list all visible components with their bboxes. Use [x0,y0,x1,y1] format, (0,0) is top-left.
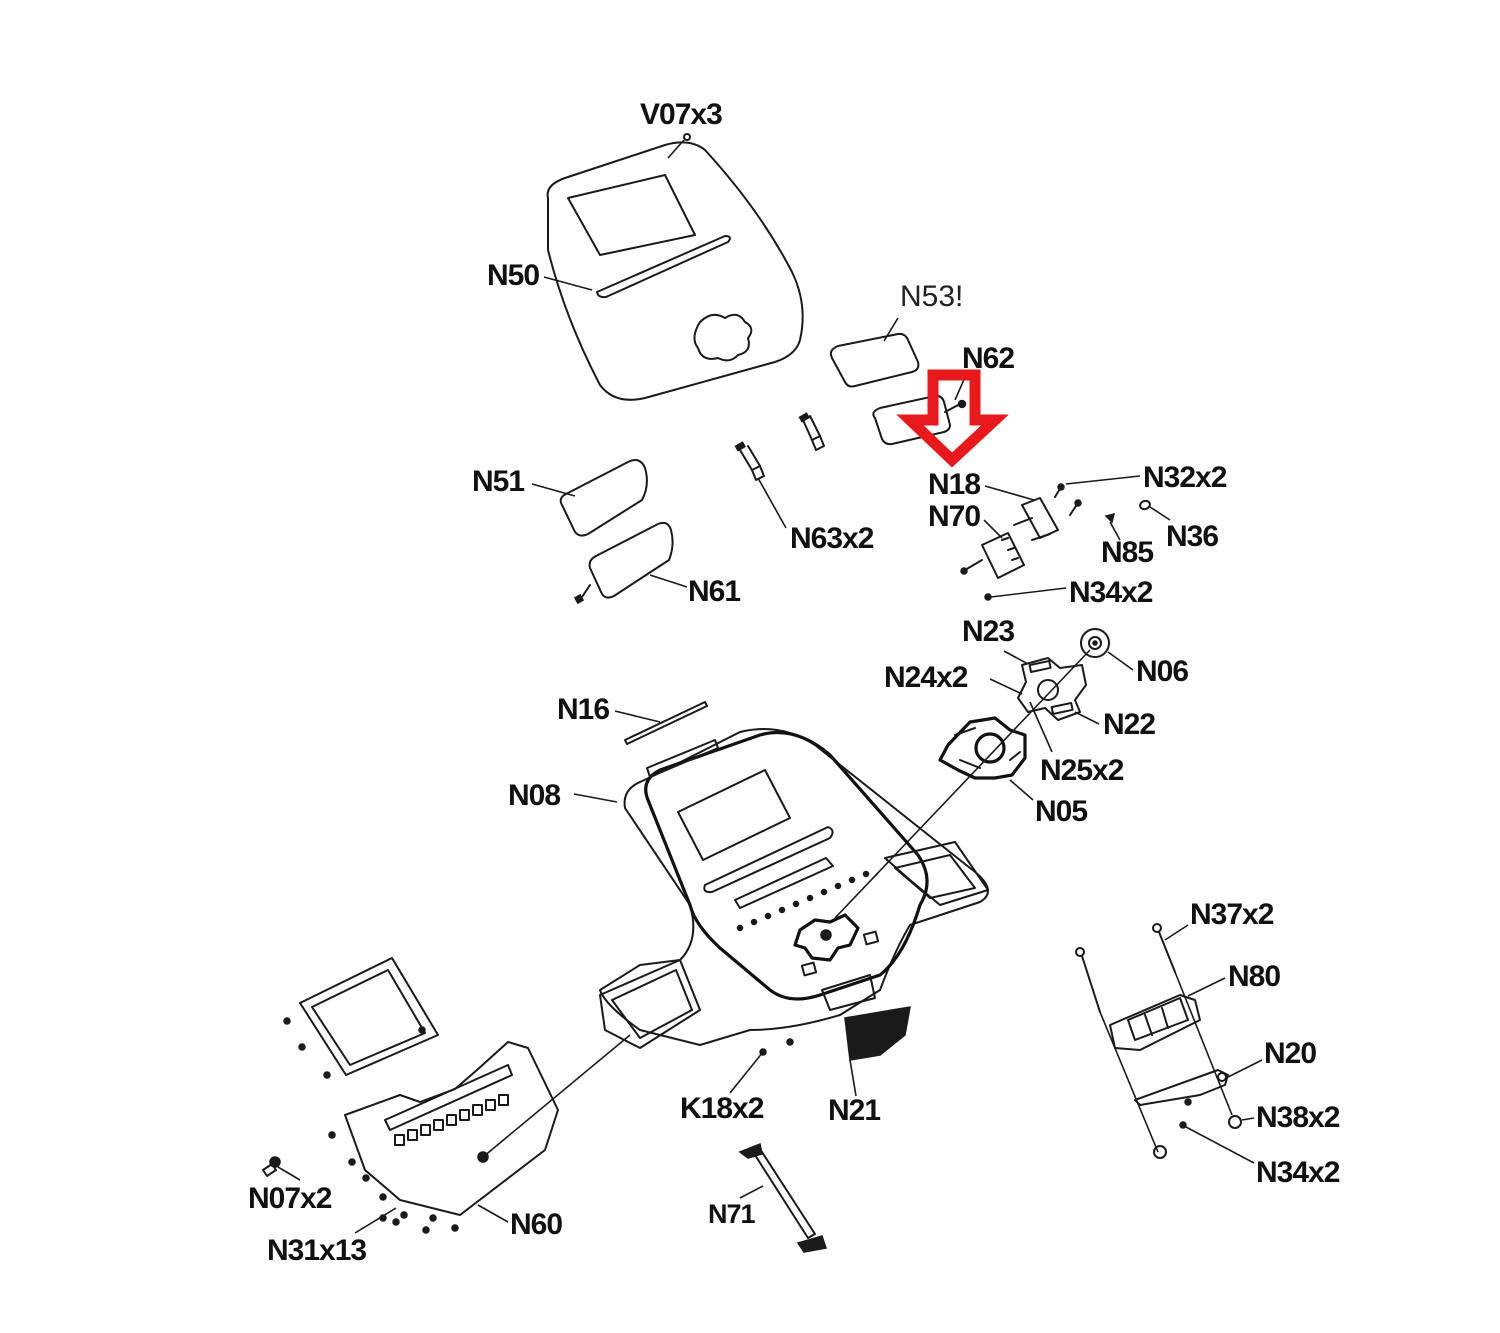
part-n53-pad [829,332,920,388]
label-n53: N53! [900,280,963,313]
part-v07-screw [667,133,691,159]
part-n38-nuts [1153,1115,1242,1159]
label-n05: N05 [1035,795,1087,828]
label-n51: N51 [472,465,524,498]
part-n36-nut [1139,499,1151,511]
part-n18-bracket [1013,497,1059,541]
label-n16: N16 [557,693,609,726]
part-n51-pad [559,459,648,537]
label-n06: N06 [1136,655,1188,688]
label-n36: N36 [1166,520,1218,553]
part-n63-connector-b [798,412,825,451]
part-n61-pad [573,521,674,605]
label-n08: N08 [508,779,560,812]
label-n50: N50 [487,259,539,292]
label-n85: N85 [1101,536,1153,569]
label-n63: N63x2 [790,522,874,555]
label-n38: N38x2 [1256,1101,1340,1134]
part-n21-grille [844,1006,911,1061]
part-n70-board [960,532,1025,579]
label-n32: N32x2 [1143,461,1227,494]
part-k18-screws [759,1038,794,1056]
knob-axis-line [834,649,1091,919]
part-n20-plate [1134,1069,1229,1106]
part-n85-clip [1104,512,1116,524]
part-n34-screw-upper [984,593,992,601]
part-n16-strip [624,701,708,745]
part-n07-bolt [262,1156,281,1177]
part-n08-console [599,728,989,1049]
label-n60: N60 [510,1208,562,1241]
part-n34-screw-lower [1179,1121,1187,1129]
label-n24: N24x2 [884,661,968,694]
label-n37: N37x2 [1190,898,1274,931]
part-n63-connector-a [734,441,787,529]
part-n37-bolts [1075,923,1233,1153]
part-n50-overlay [546,141,804,401]
part-n32-screws [1054,483,1082,516]
label-v07: V07x3 [640,98,722,131]
label-n25: N25x2 [1040,754,1124,787]
part-n80-block [1109,994,1201,1051]
part-n05-knob [938,716,1027,780]
label-k18: K18x2 [680,1092,764,1125]
part-display-frame [283,957,439,1079]
label-n80: N80 [1228,960,1280,993]
label-n07: N07x2 [248,1182,332,1215]
part-n22-n23-hub [1017,657,1087,721]
highlight-arrow-icon [896,369,1009,468]
part-n71-strut [738,1142,827,1253]
label-n61: N61 [688,575,740,608]
label-n21: N21 [828,1094,880,1127]
label-n20: N20 [1264,1037,1316,1070]
label-n70: N70 [928,500,980,533]
label-n71: N71 [708,1199,756,1229]
part-n62-pad [872,394,967,446]
part-n60-board [328,1034,631,1234]
label-n23: N23 [962,615,1014,648]
label-n31: N31x13 [267,1234,366,1267]
label-n18: N18 [928,468,980,501]
label-n34-lower: N34x2 [1256,1156,1340,1189]
part-n06-washer [1080,628,1110,658]
label-n34-upper: N34x2 [1069,576,1153,609]
label-n22: N22 [1103,708,1155,741]
